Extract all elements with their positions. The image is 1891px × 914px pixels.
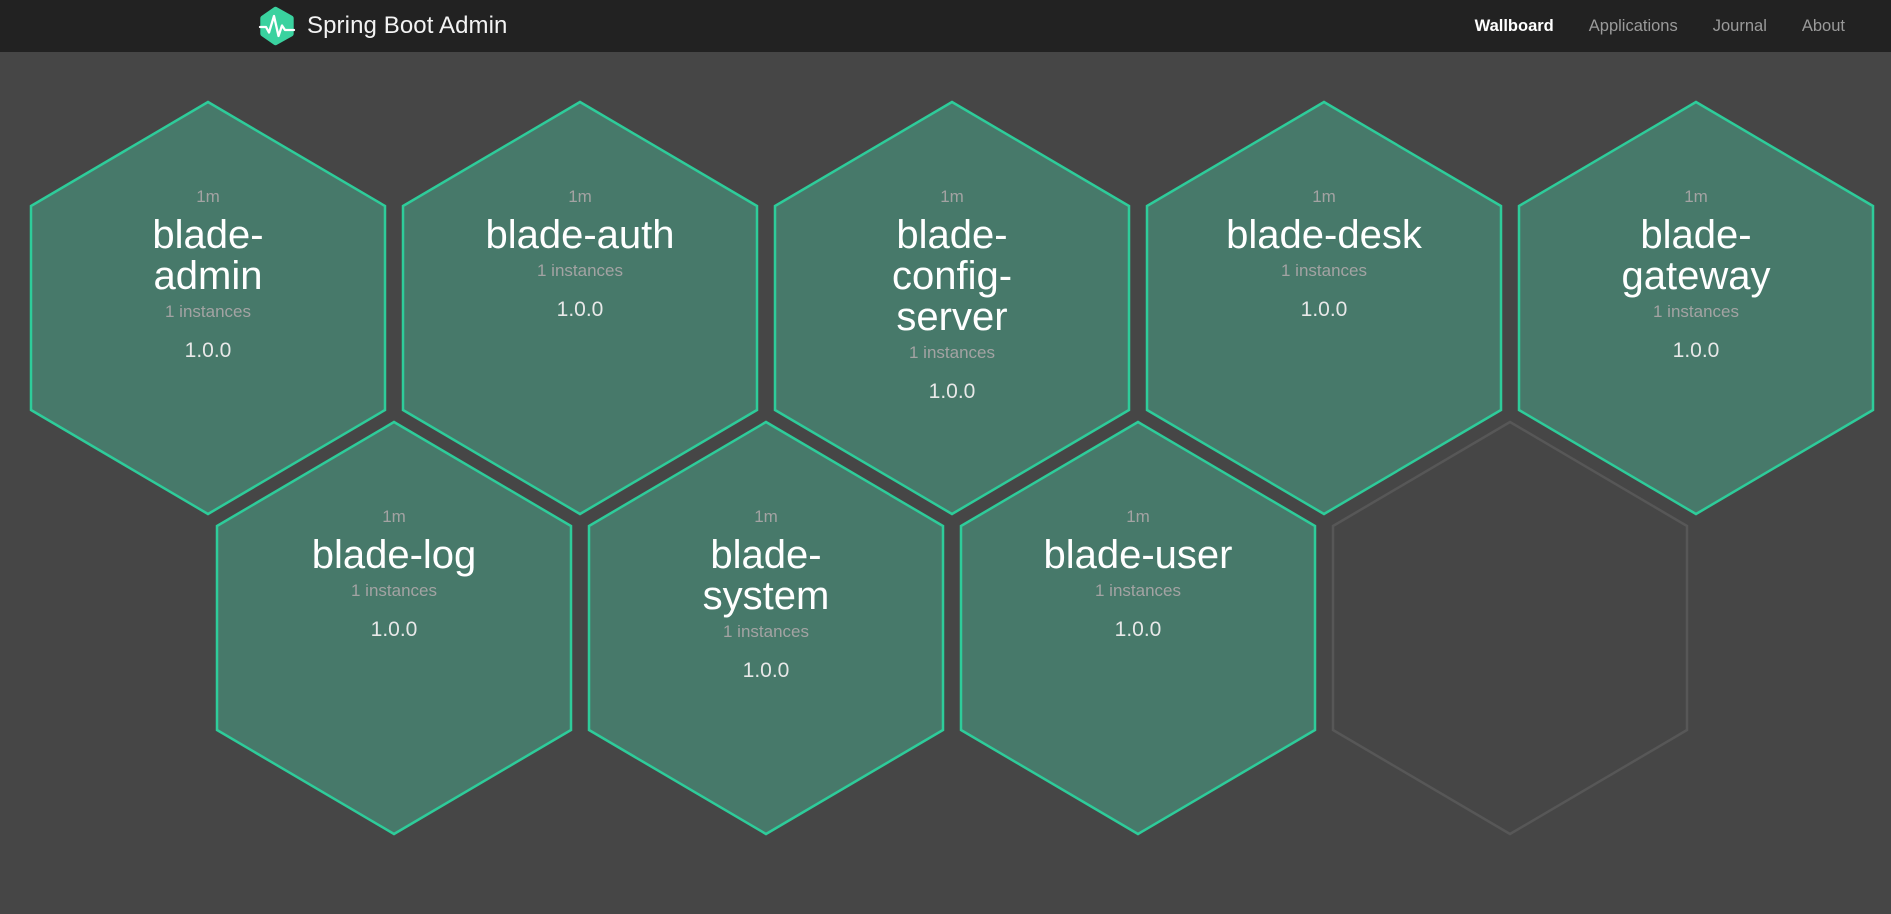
hexagon-placeholder bbox=[1330, 420, 1690, 836]
hexagon-shape bbox=[959, 420, 1317, 836]
nav-link-about[interactable]: About bbox=[1801, 16, 1845, 35]
nav-link-journal[interactable]: Journal bbox=[1712, 16, 1767, 35]
heartbeat-hexagon-icon bbox=[258, 6, 296, 46]
hexagon-shape bbox=[29, 100, 387, 516]
hexagon-shape bbox=[773, 100, 1131, 516]
brand-title: Spring Boot Admin bbox=[307, 12, 508, 39]
hexagon-shape bbox=[215, 420, 573, 836]
hexagon-shape bbox=[587, 420, 945, 836]
brand-link[interactable]: Spring Boot Admin bbox=[258, 6, 508, 46]
hexagon-shape bbox=[1145, 100, 1503, 516]
nav-link-applications[interactable]: Applications bbox=[1588, 16, 1678, 35]
primary-nav: Wallboard Applications Journal About bbox=[1475, 17, 1845, 36]
hexagon-shape bbox=[401, 100, 759, 516]
nav-link-wallboard[interactable]: Wallboard bbox=[1474, 16, 1554, 35]
top-navbar: Spring Boot Admin Wallboard Applications… bbox=[0, 0, 1891, 52]
hexagon-shape bbox=[1331, 420, 1689, 836]
hexagon-shape bbox=[1517, 100, 1875, 516]
